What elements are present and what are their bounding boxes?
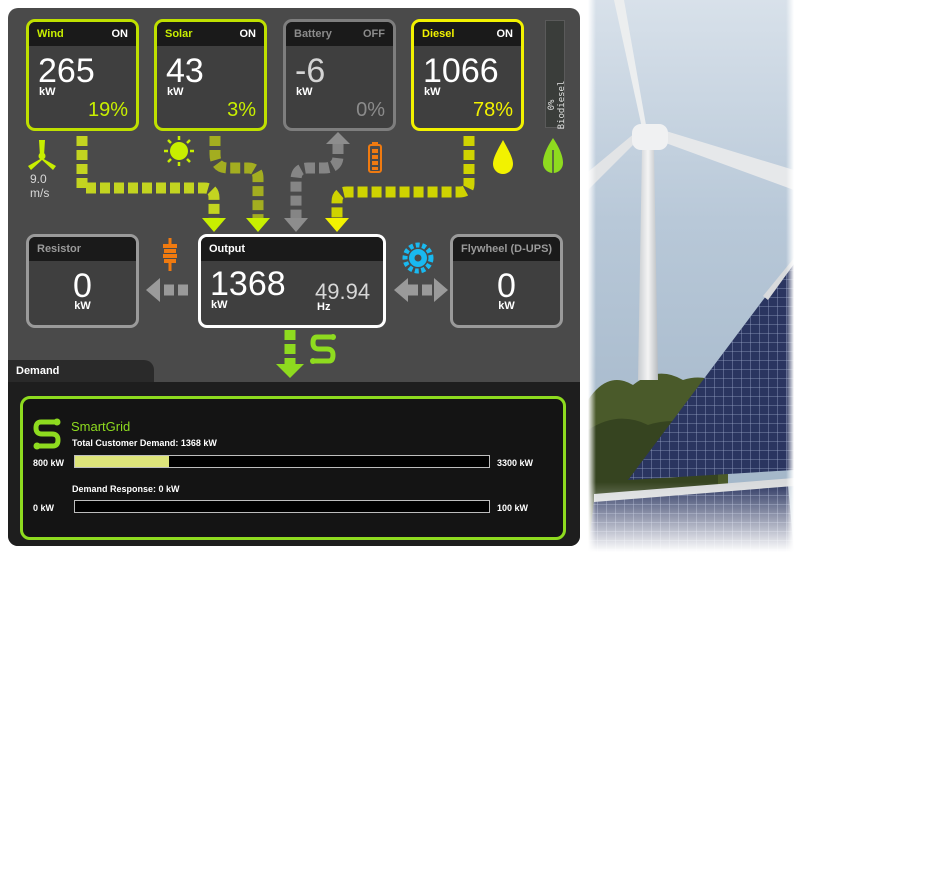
customer-demand-max: 3300 kW	[497, 458, 534, 468]
turbine-nacelle	[632, 124, 668, 150]
battery-percent: 0%	[356, 99, 385, 121]
output-header: Output	[201, 237, 383, 261]
diesel-flow-arrow	[325, 218, 349, 232]
flywheel-gear-icon	[402, 242, 434, 274]
solar-percent: 3%	[227, 99, 256, 121]
battery-unit: kW	[296, 86, 313, 98]
diesel-unit: kW	[424, 86, 441, 98]
flywheel-value: 0	[497, 267, 516, 305]
customer-demand-label: Total Customer Demand: 1368 kW	[72, 438, 217, 448]
diesel-percent: 78%	[472, 99, 513, 121]
battery-header: Battery OFF	[286, 22, 393, 46]
demand-response-bar	[74, 500, 490, 513]
resistor-icon	[163, 238, 177, 271]
resistor-header: Resistor	[29, 237, 136, 261]
flywheel-label: Flywheel (D-UPS)	[461, 243, 553, 255]
turbine-tower	[638, 148, 658, 380]
diesel-value: 1066	[423, 52, 499, 90]
biodiesel-gauge	[545, 20, 565, 128]
flywheel-unit: kW	[498, 300, 515, 312]
solar-panel-top	[628, 262, 794, 480]
smartgrid-output-icon	[310, 334, 336, 364]
demand-response-max: 100 kW	[497, 503, 529, 513]
output-frequency: 49.94	[315, 279, 371, 304]
output-frequency-unit: Hz	[317, 301, 331, 313]
solar-value: 43	[166, 52, 204, 90]
demand-tab[interactable]: Demand	[8, 360, 154, 382]
flywheel-flow-arrow-left	[394, 278, 408, 302]
demand-area: SmartGrid Total Customer Demand: 1368 kW…	[8, 382, 580, 546]
smartgrid-icon	[33, 418, 61, 450]
solar-flow-pipe	[209, 136, 264, 218]
turbine-blade-right	[652, 128, 794, 190]
output-tile[interactable]: Output 1368 kW 49.94 Hz	[198, 234, 386, 328]
resistor-label: Resistor	[37, 243, 82, 255]
diesel-tile[interactable]: Diesel ON 1066 kW 78%	[411, 19, 524, 131]
sun-icon	[164, 136, 194, 166]
wind-unit: kW	[39, 86, 56, 98]
photo-right-edge	[786, 0, 794, 552]
customer-demand-min: 800 kW	[33, 458, 65, 468]
wind-solar-photo	[588, 0, 794, 552]
smartgrid-card: SmartGrid Total Customer Demand: 1368 kW…	[20, 396, 566, 540]
solar-status: ON	[239, 28, 257, 40]
output-flow-arrow	[276, 364, 304, 378]
wind-turbine-icon	[28, 140, 56, 170]
battery-flow-pipe	[290, 144, 344, 218]
diesel-flow-pipe	[331, 136, 475, 218]
wind-percent: 19%	[87, 99, 128, 121]
battery-label: Battery	[294, 28, 332, 40]
customer-demand-fill	[75, 456, 170, 467]
solar-unit: kW	[167, 86, 184, 98]
resistor-flow-arrow	[146, 278, 160, 302]
wind-flow-pipe	[76, 136, 220, 218]
smartgrid-title: SmartGrid	[71, 419, 131, 434]
wind-header: Wind ON	[29, 22, 136, 46]
diesel-drop-icon	[493, 140, 513, 174]
flywheel-tile[interactable]: Flywheel (D-UPS) 0 kW	[450, 234, 563, 328]
diesel-status: ON	[496, 28, 514, 40]
output-label: Output	[209, 243, 246, 255]
wind-speed-value: 9.0	[30, 172, 47, 186]
flywheel-flow-arrow-right	[434, 278, 448, 302]
customer-demand-bar	[74, 455, 490, 468]
wind-tile[interactable]: Wind ON 265 kW 19%	[26, 19, 139, 131]
power-station-panel: Wind ON 265 kW 19% Solar ON 43 kW 3% Bat…	[8, 8, 580, 546]
battery-charge-arrow	[326, 132, 350, 144]
battery-status: OFF	[363, 28, 385, 40]
flywheel-header: Flywheel (D-UPS)	[453, 237, 560, 261]
resistor-value: 0	[73, 267, 92, 305]
solar-label: Solar	[165, 28, 193, 40]
solar-tile[interactable]: Solar ON 43 kW 3%	[154, 19, 267, 131]
demand-response-min: 0 kW	[33, 503, 55, 513]
biodiesel-leaf-icon	[543, 138, 563, 174]
photo-left-edge	[588, 0, 596, 552]
battery-value: -6	[295, 52, 326, 90]
wind-label: Wind	[37, 28, 64, 40]
solar-flow-arrow	[246, 218, 270, 232]
wind-flow-arrow	[202, 218, 226, 232]
solar-header: Solar ON	[157, 22, 264, 46]
wind-speed-unit: m/s	[30, 186, 50, 200]
battery-flow-arrow	[284, 218, 308, 232]
wind-speed-readout: 9.0 m/s	[30, 172, 49, 200]
turbine-blade-up	[614, 0, 646, 128]
photo-bottom-fade	[588, 482, 794, 552]
battery-tile[interactable]: Battery OFF -6 kW 0%	[283, 19, 396, 131]
wind-value: 265	[38, 52, 95, 90]
demand-response-label: Demand Response: 0 kW	[72, 484, 180, 494]
resistor-tile[interactable]: Resistor 0 kW	[26, 234, 139, 328]
power-flow-diagram	[28, 132, 563, 378]
output-value: 1368	[210, 265, 286, 303]
resistor-unit: kW	[74, 300, 91, 312]
output-unit: kW	[211, 299, 228, 311]
wind-status: ON	[111, 28, 129, 40]
diesel-header: Diesel ON	[414, 22, 521, 46]
diesel-label: Diesel	[422, 28, 455, 40]
battery-icon	[368, 142, 382, 173]
demand-tab-label: Demand	[16, 365, 60, 377]
wind-solar-illustration	[588, 0, 794, 552]
turbine-blade-left	[588, 132, 640, 190]
